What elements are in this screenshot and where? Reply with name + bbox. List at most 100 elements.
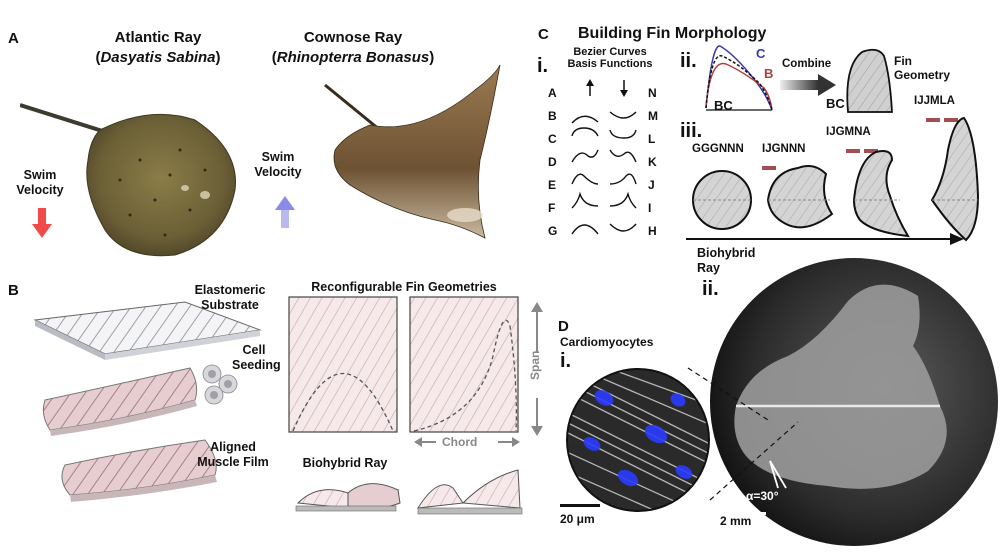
basis-letter-m: M (648, 109, 658, 123)
curve-c-label: C (756, 46, 766, 61)
span-label: Span (528, 350, 542, 380)
aligned-muscle-film-label: Aligned Muscle Film (188, 440, 278, 470)
code-ijjmla-underline (926, 109, 962, 127)
seeding-word: Seeding (232, 358, 281, 372)
basis-letter-f: F (548, 201, 556, 215)
reconfigurable-title: Reconfigurable Fin Geometries (311, 280, 497, 294)
basis-left-letters: A B C D E F G (548, 82, 562, 243)
angle-label: α=30° (746, 489, 779, 503)
panel-d-letter: D (558, 318, 569, 335)
basis-direction-arrows (586, 79, 628, 97)
basis-letter-k: K (648, 155, 657, 169)
combine-arrow-icon (780, 74, 836, 96)
basis-letter-d: D (548, 155, 557, 169)
panel-c-letter: C (538, 26, 549, 43)
chord-arrow-icon (414, 437, 520, 447)
cardiomyocytes-label: Cardiomyocytes (560, 335, 654, 349)
scale-bar-small (560, 504, 600, 507)
bezier-basis-label: Bezier Curves Basis Functions (560, 46, 660, 70)
swim-word-right: Swim (261, 150, 295, 164)
substrate-word: Substrate (201, 298, 259, 312)
basis-letter-j: J (648, 178, 655, 192)
cownose-ray-name: Cownose Ray (303, 29, 403, 46)
cownose-ray-image (324, 64, 501, 239)
atlantic-ray-image (20, 103, 236, 257)
curve-bc-label: BC (714, 98, 733, 113)
basis-letter-c: C (548, 132, 557, 146)
cell-word: Cell (242, 343, 266, 357)
panel-a-letter: A (8, 30, 19, 47)
swim-word-left: Swim (23, 168, 57, 182)
panel-d-i-label: i. (560, 350, 572, 372)
cells-icon (202, 364, 238, 405)
cardiomyocytes-micrograph (566, 368, 710, 512)
cownose-ray-title: Cownose Ray (Rhinopterra Bonasus) (258, 28, 448, 68)
basis-letter-i: I (648, 201, 652, 215)
code-ijjmla: IJJMLA (914, 95, 955, 107)
fin-geometry-label: Fin Geometry (894, 54, 950, 82)
biohybrid-ray-label-b: Biohybrid Ray (302, 456, 388, 470)
span-arrow-icon (531, 302, 543, 436)
velocity-word-left: Velocity (16, 183, 64, 197)
basis-letter-n: N (648, 86, 657, 100)
atlantic-ray-sci: (Dasyatis Sabina) (95, 49, 221, 66)
swim-down-arrow-icon (32, 208, 52, 238)
basis-functions-text: Basis Functions (567, 58, 653, 70)
evolution-arrow-icon (686, 233, 964, 245)
velocity-word-right: Velocity (254, 165, 302, 179)
biohybrid-ray-label-d: Biohybrid Ray (697, 246, 777, 276)
elastomeric-word: Elastomeric (194, 283, 266, 297)
biohybrid-ray-models (295, 469, 523, 515)
fin-geometry-shape (846, 48, 893, 113)
chord-label: Chord (442, 435, 478, 449)
fin-word: Fin (894, 54, 912, 68)
ray-word: Ray (697, 261, 720, 275)
biohybrid-word: Biohybrid (697, 246, 756, 260)
swim-velocity-left: Swim Velocity (10, 168, 70, 198)
curve-b-label: B (764, 66, 774, 81)
basis-letter-b: B (548, 109, 557, 123)
cownose-sci-name: Rhinopterra Bonasus (276, 49, 430, 66)
basis-letter-l: L (648, 132, 656, 146)
panel-c-ii-label: ii. (680, 50, 697, 72)
swim-velocity-right: Swim Velocity (248, 150, 308, 180)
code-ijgmna: IJGMNA (826, 126, 871, 138)
combine-label: Combine (782, 58, 832, 70)
scale-large-label: 2 mm (720, 514, 752, 528)
cownose-ray-sci: (Rhinopterra Bonasus) (271, 49, 435, 66)
bezier-curves-text: Bezier Curves (573, 46, 647, 58)
zoom-connector-lines (687, 367, 799, 501)
panel-d-ii-label: ii. (702, 278, 719, 300)
elastomeric-substrate-label: Elastomeric Substrate (190, 283, 270, 313)
cell-seeding-label: Cell Seeding (232, 343, 281, 373)
atlantic-ray-name: Atlantic Ray (114, 29, 202, 46)
code-ijgmna-underline (846, 140, 882, 158)
fin-curve-plot (705, 45, 773, 111)
basis-letter-e: E (548, 178, 557, 192)
basis-right-letters: N M L K J I H (648, 82, 662, 243)
biohybrid-ray-micrograph (710, 258, 998, 546)
basis-letter-a: A (548, 86, 557, 100)
atlantic-sci-name: Dasyatis Sabina (100, 49, 216, 66)
fin-bc-label: BC (826, 96, 845, 111)
panel-c-iii-label: iii. (680, 120, 703, 142)
aligned-word: Aligned (210, 440, 256, 454)
scale-bar-large (726, 512, 766, 515)
scale-small-label: 20 μm (560, 512, 595, 526)
swim-up-arrow-icon (275, 196, 295, 228)
atlantic-ray-title: Atlantic Ray (Dasyatis Sabina) (78, 28, 238, 68)
panel-c-i-label: i. (537, 55, 549, 77)
building-fin-morphology-title: Building Fin Morphology (578, 25, 767, 42)
basis-letter-h: H (648, 224, 657, 238)
code-gggnnn: GGGNNN (692, 143, 744, 155)
fin-geometry-boxes (288, 296, 519, 433)
basis-letter-g: G (548, 224, 558, 238)
muscle-film-word: Muscle Film (197, 455, 269, 469)
code-ijgnnn: IJGNNN (762, 143, 806, 155)
basis-curves-grid (571, 111, 637, 235)
muscle-film-stack-illustration (33, 301, 262, 502)
panel-b-letter: B (8, 282, 19, 299)
code-ijgnnn-underline (762, 157, 780, 175)
fin-evolution-shapes (692, 116, 980, 242)
geometry-word: Geometry (894, 68, 951, 82)
